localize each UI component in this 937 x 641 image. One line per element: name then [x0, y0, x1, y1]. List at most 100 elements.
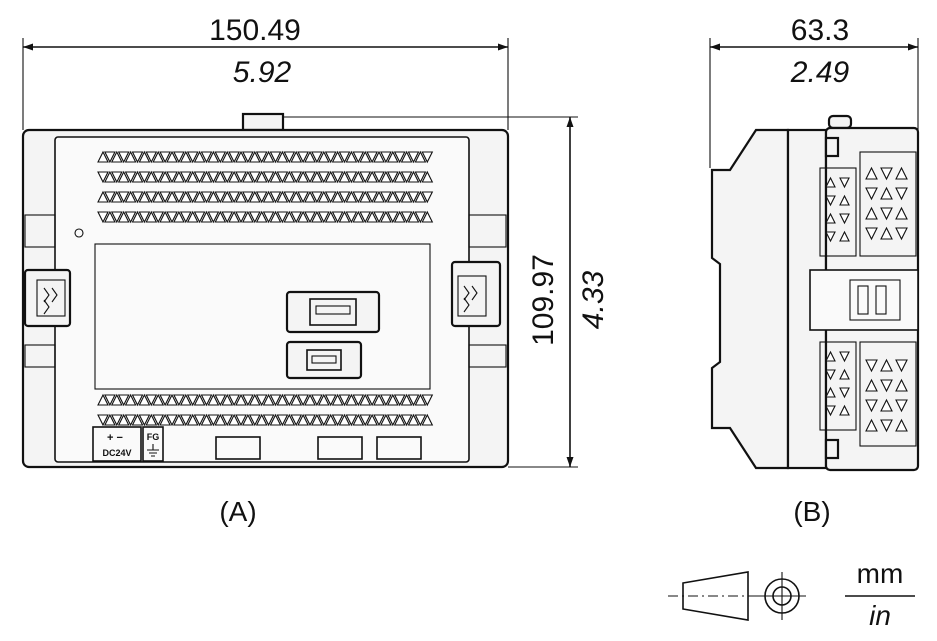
vent-slot: [304, 150, 316, 163]
vent-slot: [421, 170, 434, 183]
vent-slot: [228, 151, 240, 164]
vent-slot: [338, 413, 351, 426]
vent-slot: [193, 150, 206, 163]
vent-slot: [131, 151, 144, 164]
vent-slot: [193, 393, 206, 406]
vent-slot: [345, 150, 358, 163]
vent-slot: [276, 211, 289, 224]
vent-slot: [221, 211, 234, 224]
vent-slot: [825, 231, 836, 243]
front-panel: [54, 136, 470, 463]
vent-slot: [117, 151, 130, 164]
vent-slot: [895, 206, 908, 220]
vent-slot: [166, 171, 178, 184]
vent-slot: [283, 413, 296, 426]
vent-slot: [386, 171, 399, 184]
vent-slot: [407, 170, 420, 183]
vent-slot: [400, 171, 413, 184]
vent-slot: [324, 151, 337, 164]
vent-slot: [324, 210, 337, 223]
vent-slot: [124, 190, 137, 203]
vent-slot: [297, 191, 309, 204]
vent-slot: [145, 394, 158, 407]
vent-slot: [173, 151, 185, 164]
vent-slot: [414, 393, 427, 406]
vent-slot: [110, 190, 123, 203]
vent-slot: [145, 151, 158, 164]
bottom-slot-1: [215, 436, 261, 460]
vent-slot: [290, 393, 303, 406]
vent-slot: [324, 191, 337, 204]
vent-slot: [97, 393, 109, 406]
power-voltage-label: DC24V: [102, 448, 131, 458]
vent-slot: [880, 379, 893, 393]
vent-slot: [228, 394, 240, 407]
vent-slot: [221, 171, 234, 184]
vent-slot: [117, 170, 130, 183]
width-in-label: 5.92: [233, 56, 292, 89]
vent-slot: [865, 418, 878, 432]
vent-slot: [248, 393, 261, 406]
usb-a-port: [285, 290, 381, 334]
front-view-caption: (A): [219, 496, 256, 527]
vent-slot: [276, 190, 289, 203]
vent-slot: [359, 393, 372, 406]
right-rail-lower: [468, 344, 507, 368]
vent-slot: [159, 210, 171, 223]
vent-slot: [152, 190, 165, 203]
vent-slot: [895, 359, 908, 373]
vent-slot: [324, 394, 337, 407]
vent-slot: [255, 413, 268, 426]
vent-slot: [262, 190, 275, 203]
vent-slot: [221, 393, 234, 406]
vent-slot: [97, 414, 109, 427]
vent-slot: [207, 393, 220, 406]
vent-slot: [839, 387, 850, 399]
vent-slot: [255, 151, 268, 164]
vent-slot: [407, 413, 420, 426]
side-connector: [849, 279, 901, 321]
vent-slot: [193, 211, 206, 224]
vent-slot: [338, 151, 351, 164]
vent-slot: [124, 393, 137, 406]
center-recess: [94, 243, 431, 390]
vent-slot: [839, 213, 850, 225]
width-mm-label: 150.49: [209, 14, 301, 47]
vent-slot: [166, 393, 178, 406]
vent-slot: [207, 171, 220, 184]
vent-slot: [145, 170, 158, 183]
vent-slot: [380, 394, 392, 407]
vent-slot: [207, 150, 220, 163]
vent-slot: [345, 414, 358, 427]
vent-slot: [317, 414, 330, 427]
vent-slot: [138, 211, 151, 224]
vent-slot: [297, 151, 309, 164]
vent-slot: [317, 393, 330, 406]
vent-slot: [228, 191, 240, 204]
side-view-caption: (B): [793, 496, 830, 527]
vent-slot: [97, 150, 109, 163]
vent-slot: [242, 170, 254, 183]
vent-slot: [880, 207, 893, 221]
vent-slot: [242, 151, 254, 164]
vent-slot: [421, 191, 434, 204]
side-clip-bottom: [824, 438, 840, 460]
vent-slot: [393, 394, 406, 407]
vent-slot: [393, 210, 406, 223]
vent-slot: [145, 413, 158, 426]
vent-slot: [331, 150, 344, 163]
vent-slot: [895, 399, 908, 413]
fg-label: FG: [147, 432, 160, 442]
vent-slot: [895, 187, 908, 201]
vent-slot: [166, 211, 178, 224]
vent-slot: [269, 413, 282, 426]
height-in-label: 4.33: [577, 270, 610, 329]
vent-slot: [352, 413, 365, 426]
units-legend: mm in: [845, 558, 915, 631]
side-connector-band: [809, 269, 919, 331]
vent-slot: [825, 195, 836, 207]
vent-slot: [97, 171, 109, 184]
vent-slot: [152, 414, 165, 427]
side-mounting-bracket: [710, 128, 790, 470]
upper-vent-grille: [97, 150, 434, 224]
